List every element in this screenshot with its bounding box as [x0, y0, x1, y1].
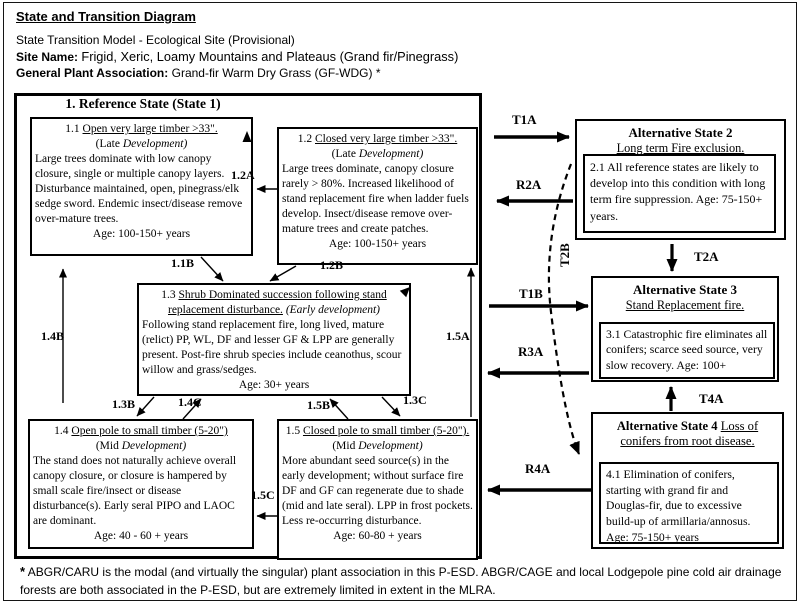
label-1-5a: 1.5A: [446, 329, 470, 343]
community-1-4-stage: (Mid Development): [95, 439, 187, 452]
label-r3a: R3A: [518, 344, 544, 359]
community-1-5-stage: (Mid Development): [332, 439, 423, 452]
community-1-1-heading: 1.1 Open very large timber >33".: [35, 122, 248, 137]
label-r2a: R2A: [516, 177, 542, 192]
page-border: [3, 2, 797, 601]
community-title: Open very large timber >33".: [82, 123, 218, 135]
label-1-2b: 1.2B: [320, 258, 344, 272]
footnote-text: ABGR/CARU is the modal (and virtually th…: [20, 565, 782, 597]
community-box-1-4: 1.4 Open pole to small timber (5-20") (M…: [28, 419, 254, 549]
community-box-1-2: 1.2 Closed very large timber >33". (Late…: [277, 127, 478, 265]
alt-state-4-heading: Alternative State 4 Loss of conifers fro…: [593, 414, 782, 449]
alt-state-3-box: Alternative State 3 Stand Replacement fi…: [591, 276, 779, 382]
footnote-asterisk: *: [20, 564, 26, 579]
alt-state-4-title: Alternative State 4: [616, 419, 718, 433]
label-t1a: T1A: [512, 112, 537, 127]
community-title: Open pole to small timber (5-20"): [71, 425, 228, 437]
community-1-4-body: The stand does not naturally achieve ove…: [33, 454, 237, 527]
community-1-4-heading: 1.4 Open pole to small timber (5-20"): [33, 424, 249, 439]
community-1-5-age: Age: 60-80 + years: [333, 529, 422, 542]
label-r4a: R4A: [525, 461, 551, 476]
reference-state-box: [14, 93, 482, 559]
community-title: Closed pole to small timber (5-20").: [302, 425, 470, 437]
label-1-4b: 1.4B: [41, 329, 65, 343]
community-1-3-stage: (Early development): [285, 303, 381, 316]
community-title: Closed very large timber >33".: [315, 133, 458, 145]
label-t2a: T2A: [694, 249, 719, 264]
community-1-5-body: More abundant seed source(s) in the earl…: [282, 454, 473, 527]
community-1-3-body: Following stand replacement fire, long l…: [142, 318, 402, 376]
community-1-4-age: Age: 40 - 60 + years: [93, 529, 189, 542]
reference-state-title: 1. Reference State (State 1): [65, 96, 221, 111]
plant-association-line: General Plant Association: Grand-fir War…: [16, 66, 380, 80]
label-1-1b: 1.1B: [171, 256, 195, 270]
community-title: Shrub Dominated succession following sta…: [167, 289, 387, 316]
community-1-2-stage: (Late Development): [331, 147, 424, 160]
community-number: 1.4: [54, 425, 69, 437]
label-1-5c: 1.5C: [251, 488, 275, 502]
label-1-5b: 1.5B: [307, 398, 331, 412]
community-1-2-age: Age: 100-150+ years: [328, 237, 427, 250]
alt-state-3-title: Alternative State 3: [633, 282, 737, 297]
community-1-1-stage: (Late Development): [95, 137, 188, 150]
plant-association-value: Grand-fir Warm Dry Grass (GF-WDG) *: [171, 66, 381, 80]
alt-state-4-community: 4.1 Elimination of conifers, starting wi…: [599, 462, 779, 544]
community-1-3-age: Age: 30+ years: [238, 378, 310, 391]
label-t4a: T4A: [699, 391, 724, 406]
label-1-4c: 1.4C: [178, 395, 202, 409]
community-1-1-body: Large trees dominate with low canopy clo…: [35, 152, 243, 225]
site-name-label: Site Name:: [16, 50, 79, 64]
alt-state-4-subtitle: Loss of conifers from root disease.: [620, 419, 759, 448]
community-1-5-heading: 1.5 Closed pole to small timber (5-20").: [282, 424, 473, 439]
alt-state-3-subtitle: Stand Replacement fire.: [625, 298, 745, 312]
community-number: 1.2: [297, 133, 313, 145]
alt-state-2-box: Alternative State 2 Long term Fire exclu…: [575, 119, 786, 240]
alt-state-2-community: 2.1 All reference states are likely to d…: [583, 154, 776, 233]
community-number: 1.1: [65, 123, 80, 135]
community-box-1-3: 1.3 Shrub Dominated succession following…: [137, 283, 411, 396]
site-name-value: Frigid, Xeric, Loamy Mountains and Plate…: [81, 49, 459, 64]
label-1-3b: 1.3B: [112, 397, 136, 411]
label-t1b: T1B: [519, 286, 543, 301]
community-box-1-5: 1.5 Closed pole to small timber (5-20").…: [277, 419, 478, 560]
plant-association-label: General Plant Association:: [16, 66, 169, 80]
site-name-line: Site Name: Frigid, Xeric, Loamy Mountain…: [16, 49, 458, 64]
label-1-2a: 1.2A: [231, 168, 255, 182]
alt-state-3-community: 3.1 Catastrophic fire eliminates all con…: [599, 322, 775, 379]
alt-state-2-subtitle: Long term Fire exclusion.: [616, 141, 745, 155]
community-number: 1.5: [285, 425, 301, 437]
community-1-1-age: Age: 100-150+ years: [92, 227, 191, 240]
alt-state-4-box: Alternative State 4 Loss of conifers fro…: [591, 412, 784, 549]
community-box-1-1: 1.1 Open very large timber >33". (Late D…: [30, 117, 253, 256]
label-t2b: T2B: [557, 243, 572, 267]
community-1-3-heading: 1.3 Shrub Dominated succession following…: [142, 288, 406, 318]
community-1-2-body: Large trees dominate, canopy closure rar…: [282, 162, 469, 235]
alt-state-2-title: Alternative State 2: [628, 125, 733, 140]
label-1-3c: 1.3C: [403, 393, 427, 407]
community-number: 1.3: [161, 289, 176, 301]
footnote: * ABGR/CARU is the modal (and virtually …: [20, 563, 792, 599]
community-1-2-heading: 1.2 Closed very large timber >33".: [282, 132, 473, 147]
model-subtitle: State Transition Model - Ecological Site…: [16, 33, 295, 47]
page-title: State and Transition Diagram: [16, 9, 196, 24]
